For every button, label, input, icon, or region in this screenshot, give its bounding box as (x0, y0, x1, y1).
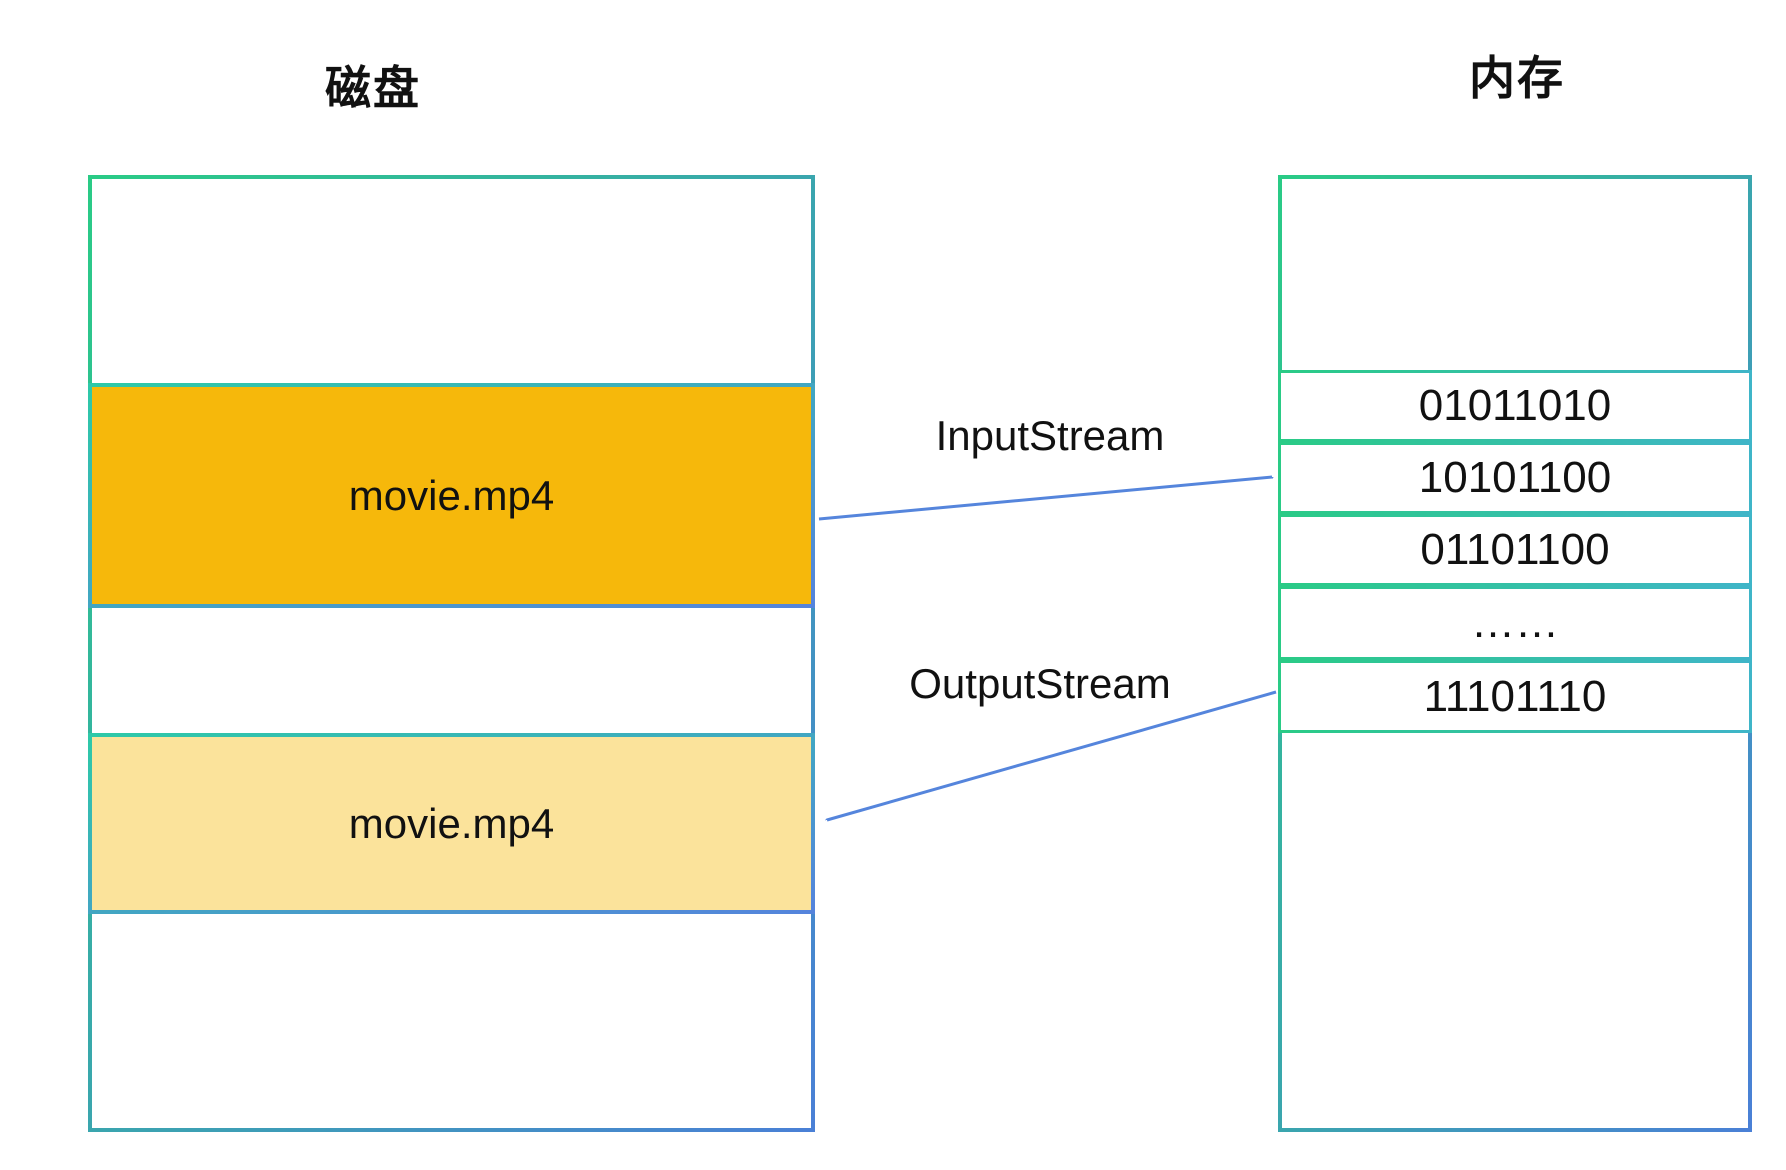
memory-byte-value: 01011010 (1418, 381, 1612, 430)
memory-byte-row: 11101110 (1278, 660, 1752, 733)
memory-byte-value: 11101110 (1423, 671, 1607, 721)
output-stream-label: OutputStream (909, 660, 1171, 707)
memory-byte-row: 10101100 (1278, 442, 1752, 514)
disk-file-source-label: movie.mp4 (348, 471, 555, 519)
disk-file-block-copy: movie.mp4 (88, 733, 815, 914)
memory-title: 内存 (1469, 52, 1565, 104)
memory-byte-row: 01011010 (1278, 370, 1752, 442)
memory-ellipsis-value: …… (1471, 598, 1559, 647)
memory-byte-value: 10101100 (1418, 453, 1612, 502)
output-stream-arrow (827, 690, 1277, 820)
memory-byte-value: 01101100 (1420, 525, 1610, 574)
memory-ellipsis-row: …… (1278, 586, 1752, 660)
disk-title: 磁盘 (325, 62, 421, 114)
input-stream-arrow (818, 477, 1272, 521)
disk-box (88, 175, 815, 1132)
disk-file-copy-label: movie.mp4 (348, 799, 555, 847)
memory-byte-row: 01101100 (1278, 514, 1752, 586)
input-stream-label: InputStream (935, 412, 1165, 459)
disk-file-block-source: movie.mp4 (88, 383, 815, 608)
